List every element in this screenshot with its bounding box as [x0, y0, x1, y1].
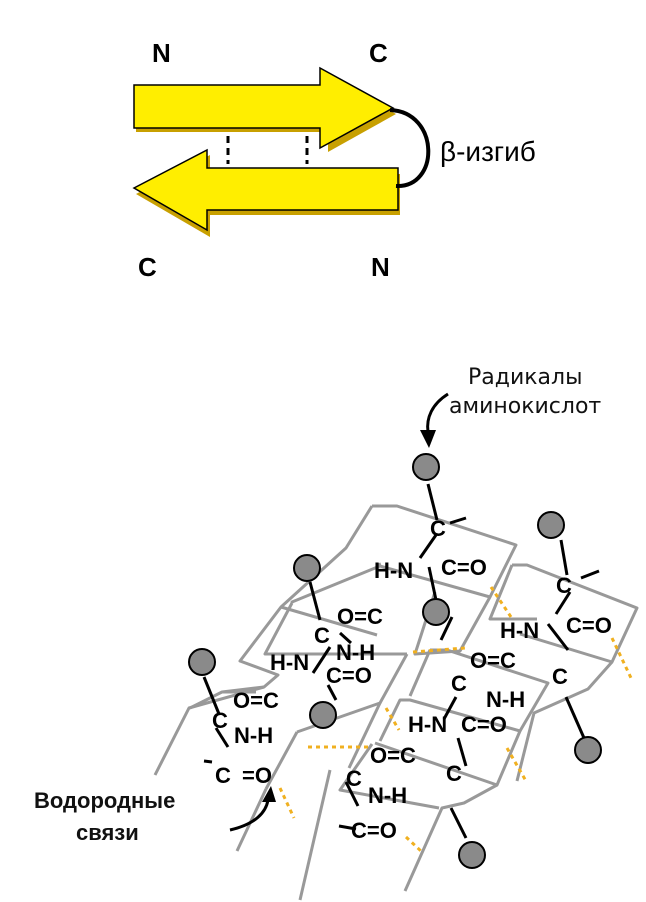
atom-carbon: C — [346, 766, 362, 791]
atom-nh: N-H — [234, 723, 273, 748]
atom-oc-inline: =O — [242, 763, 272, 788]
antiparallel-strands — [132, 66, 431, 237]
radical-sphere — [412, 453, 440, 481]
atom-hn: H-N — [374, 558, 413, 583]
lower-arrow — [132, 148, 399, 232]
pleated-sheet-grid — [153, 504, 639, 901]
atom-hn: H-N — [500, 618, 539, 643]
hbonds-label-line1: Водородные — [34, 788, 175, 813]
radicals-pointer-arrow — [426, 392, 449, 433]
beta-turn-loop — [389, 108, 431, 189]
atom-co: C=O — [461, 712, 507, 737]
backbone-bonds — [202, 483, 600, 839]
n-terminus-top: N — [152, 38, 171, 68]
atom-carbon: C — [215, 763, 231, 788]
atom-labels: C H-N C=O O=C C N-H H-N C=O C H-N C=O O=… — [212, 516, 612, 843]
atom-oc: O=C — [233, 688, 279, 713]
radical-sphere — [537, 511, 565, 539]
radical-sphere — [293, 554, 321, 582]
radical-sphere — [574, 736, 602, 764]
upper-arrow — [133, 66, 395, 150]
n-terminus-bottom: N — [371, 252, 390, 282]
atom-oc: O=C — [337, 604, 383, 629]
radicals-pointer-arrowhead — [420, 430, 436, 448]
atom-co: C=O — [351, 818, 397, 843]
radicals-label-line2: аминокислот — [449, 394, 601, 419]
atom-carbon: C — [446, 761, 462, 786]
radical-sphere — [309, 701, 337, 729]
hbonds-pointer-arrowhead — [262, 786, 276, 802]
hydrogen-bonds — [278, 586, 634, 854]
atom-nh: N-H — [336, 640, 375, 665]
atom-carbon: C — [556, 573, 572, 598]
atom-carbon: C — [314, 623, 330, 648]
atom-co: C=O — [326, 663, 372, 688]
atom-co: C=O — [566, 613, 612, 638]
atom-co: C=O — [441, 555, 487, 580]
atom-nh: N-H — [486, 687, 525, 712]
atom-hn: H-N — [408, 712, 447, 737]
amino-acid-radicals — [188, 453, 602, 869]
beta-turn-label: β-изгиб — [440, 136, 536, 167]
atom-nh: N-H — [368, 783, 407, 808]
atom-carbon: C — [451, 671, 467, 696]
atom-oc: O=C — [470, 648, 516, 673]
radical-sphere — [422, 598, 450, 626]
atom-oc: O=C — [370, 743, 416, 768]
atom-carbon: C — [212, 708, 228, 733]
c-terminus-top: C — [369, 38, 388, 68]
radical-sphere — [188, 648, 216, 676]
hbonds-pointer-arrow — [229, 799, 270, 832]
atom-hn: H-N — [270, 650, 309, 675]
c-terminus-bottom: C — [138, 252, 157, 282]
atom-carbon: C — [430, 516, 446, 541]
atom-carbon: C — [552, 664, 568, 689]
hbonds-label-line2: связи — [76, 820, 139, 845]
radicals-label-line1: Радикалы — [468, 365, 582, 390]
radical-sphere — [458, 841, 486, 869]
